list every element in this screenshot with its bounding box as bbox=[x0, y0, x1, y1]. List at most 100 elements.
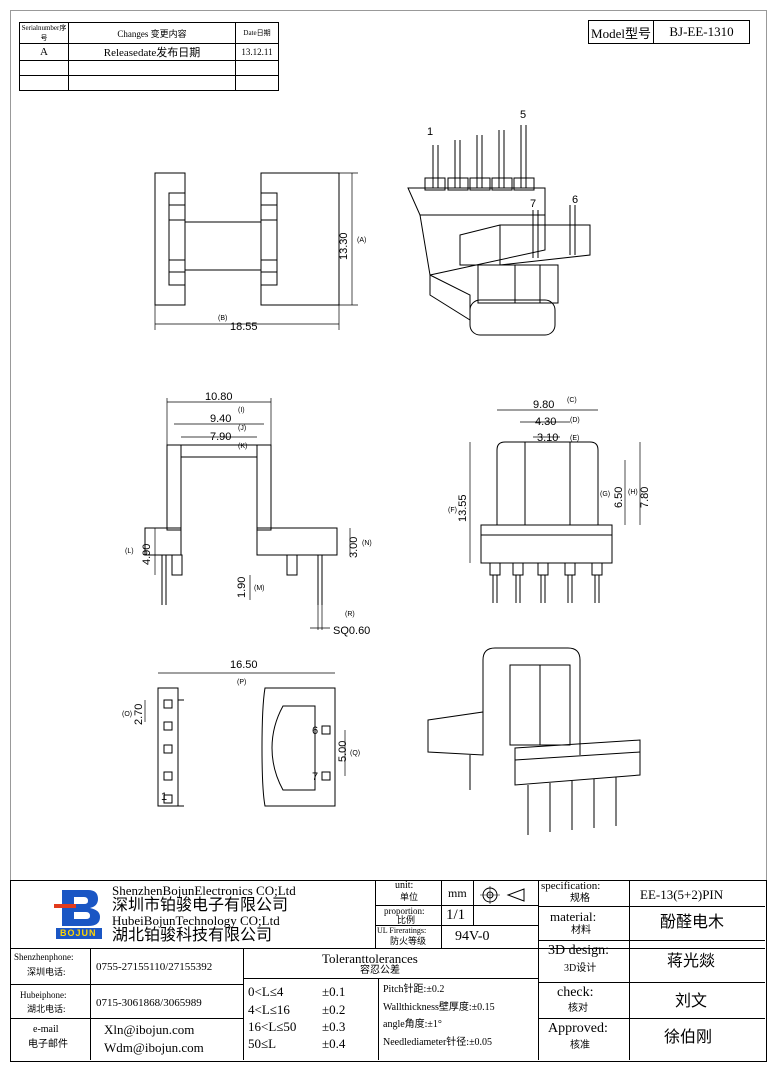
proportion-value: 1/1 bbox=[446, 907, 466, 923]
email-value-1: Xln@ibojun.com bbox=[104, 1022, 195, 1037]
bottom-pin-7: 7 bbox=[312, 771, 318, 783]
dim-tag-b: (B) bbox=[218, 315, 227, 322]
unit-label-en: unit: bbox=[395, 880, 414, 891]
ul-label-en: UL Fireratings: bbox=[377, 926, 427, 935]
tol-range-2: 4<L≤16 bbox=[248, 1002, 290, 1017]
dim-6-50: 6.50 bbox=[613, 487, 625, 508]
company-logo: BOJUN bbox=[18, 884, 106, 942]
proportion-label-en: proportion: bbox=[384, 906, 425, 916]
dim-sq: SQ0.60 bbox=[333, 625, 370, 637]
tb-divider bbox=[538, 880, 539, 1060]
sz-phone-value: 0755-27155110/27155392 bbox=[96, 961, 213, 973]
tb-divider bbox=[10, 984, 243, 985]
bojun-logo-icon bbox=[54, 890, 102, 939]
spec-value: EE-13(5+2)PIN bbox=[640, 887, 724, 902]
pin-label-6: 6 bbox=[572, 194, 578, 206]
dim-10-80: 10.80 bbox=[205, 391, 233, 403]
dim-7-80: 7.80 bbox=[639, 487, 651, 508]
tol-title-cn: 容忍公差 bbox=[360, 965, 400, 976]
dim-tag-e: (E) bbox=[570, 435, 579, 442]
check-label-en: check: bbox=[557, 985, 594, 1000]
tb-divider bbox=[243, 948, 244, 1060]
tb-divider bbox=[10, 1018, 243, 1019]
dim-7-90: 7.90 bbox=[210, 431, 231, 443]
tol-range-4: 50≤L bbox=[248, 1036, 277, 1051]
tb-divider bbox=[538, 906, 765, 907]
tb-divider bbox=[538, 940, 765, 941]
tol-note-needle: Needlediameter针径:±0.05 bbox=[383, 1037, 493, 1048]
material-label-cn: 材料 bbox=[571, 925, 591, 936]
pin-label-5: 5 bbox=[520, 109, 526, 121]
dim-4-30: 4.30 bbox=[535, 416, 556, 428]
company-cn-2: 湖北铂骏科技有限公司 bbox=[112, 927, 273, 944]
approved-label-en: Approved: bbox=[548, 1021, 608, 1036]
email-label-en: e-mail bbox=[33, 1024, 59, 1035]
pin-label-7: 7 bbox=[530, 198, 536, 210]
tol-title-en: Toleranttolerances bbox=[322, 951, 418, 966]
tb-divider bbox=[441, 880, 442, 948]
tb-divider bbox=[375, 880, 376, 948]
dim-tag-p: (P) bbox=[237, 679, 246, 686]
tol-note-pitch: Pitch针距:±0.2 bbox=[383, 984, 445, 995]
dim-4-90: 4.90 bbox=[141, 544, 153, 565]
tol-value-3: ±0.3 bbox=[322, 1019, 346, 1034]
dim-tag-h: (H) bbox=[628, 489, 638, 496]
material-value: 酚醛电木 bbox=[660, 914, 725, 931]
revision-table: Serialnumber序号 Changes 变更内容 Date日期 A Rel… bbox=[19, 22, 279, 91]
dim-tag-c: (C) bbox=[567, 397, 577, 404]
sz-phone-label-cn: 深圳电话: bbox=[27, 967, 66, 977]
unit-label-cn: 单位 bbox=[400, 892, 419, 902]
tol-value-1: ±0.1 bbox=[322, 984, 346, 999]
company-cn-1: 深圳市铂骏电子有限公司 bbox=[112, 897, 289, 914]
front-view bbox=[144, 398, 351, 630]
projection-symbol-icon bbox=[480, 886, 525, 904]
ul-label-cn: 防火等级 bbox=[390, 936, 427, 946]
side-view bbox=[154, 172, 358, 330]
spec-label-cn: 规格 bbox=[570, 893, 590, 904]
dim-tag-g: (G) bbox=[600, 491, 610, 498]
dim-tag-a: (A) bbox=[357, 237, 366, 244]
dim-1-90: 1.90 bbox=[236, 577, 248, 598]
dim-3-10: 3.10 bbox=[537, 432, 558, 444]
hb-phone-label-en: Hubeiphone: bbox=[20, 990, 67, 1000]
dim-2-70: 2.70 bbox=[133, 704, 145, 725]
logo-text: BOJUN bbox=[60, 928, 97, 938]
dim-tag-o: (O) bbox=[122, 711, 132, 718]
pin-label-1: 1 bbox=[427, 126, 433, 138]
dim-13-55: 13.55 bbox=[457, 494, 469, 522]
tb-divider bbox=[538, 982, 765, 983]
tol-value-4: ±0.4 bbox=[322, 1036, 346, 1051]
email-value-2: Wdm@ibojun.com bbox=[104, 1040, 204, 1055]
design-label-en: 3D design: bbox=[548, 943, 610, 958]
dim-tag-l: (L) bbox=[125, 548, 134, 555]
bottom-pin-6: 6 bbox=[312, 725, 318, 737]
dim-tag-i: (I) bbox=[238, 407, 245, 414]
sz-phone-label-en: Shenzhenphone: bbox=[14, 952, 74, 962]
hb-phone-label-cn: 湖北电话: bbox=[27, 1004, 66, 1014]
check-label-cn: 核对 bbox=[568, 1003, 588, 1014]
bottom-pin-1: 1 bbox=[161, 791, 167, 803]
design-label-cn: 3D设计 bbox=[564, 963, 597, 974]
tol-value-2: ±0.2 bbox=[322, 1002, 346, 1017]
material-label-en: material: bbox=[550, 909, 597, 924]
company-en-2: HubeiBojunTechnology CO;Ltd bbox=[112, 913, 280, 928]
dim-3-00: 3.00 bbox=[348, 537, 360, 558]
proportion-label-cn: 比例 bbox=[397, 915, 416, 925]
rev-empty-cell bbox=[235, 75, 279, 91]
design-value: 蒋光燚 bbox=[667, 953, 716, 970]
dim-tag-f: (F) bbox=[448, 507, 457, 514]
check-value: 刘文 bbox=[675, 993, 708, 1010]
tb-divider bbox=[90, 948, 91, 1060]
tb-divider bbox=[629, 880, 630, 1060]
isometric-view-2 bbox=[427, 647, 641, 835]
title-block bbox=[10, 880, 767, 1062]
tb-divider bbox=[378, 978, 379, 1060]
dim-tag-q: (Q) bbox=[350, 750, 360, 757]
dim-5-00: 5.00 bbox=[337, 741, 349, 762]
tol-range-1: 0<L≤4 bbox=[248, 984, 284, 999]
email-label-cn: 电子邮件 bbox=[28, 1039, 68, 1050]
end-view bbox=[469, 409, 641, 603]
drawing-views: 1 5 6 7 13.30 (A) 18.55 (B) 10.80 (I) 9.… bbox=[122, 109, 651, 835]
dim-tag-j: (J) bbox=[238, 425, 246, 432]
